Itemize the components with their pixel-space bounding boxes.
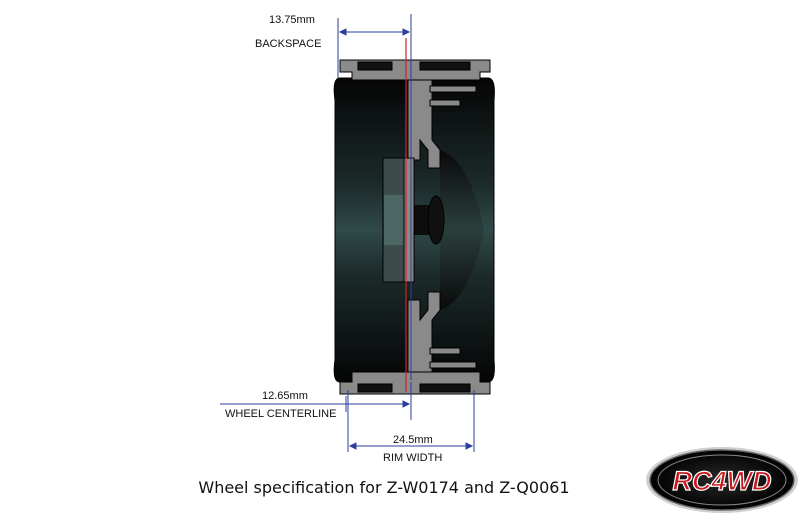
backspace-label: BACKSPACE — [255, 38, 322, 50]
backspace-value: 13.75mm — [269, 14, 315, 26]
caption-text: Wheel specification for Z-W0174 and Z-Q0… — [198, 478, 570, 497]
rc4wd-logo: RC4WD — [646, 447, 798, 513]
rim-width-label: RIM WIDTH — [383, 452, 443, 464]
caption: Wheel specification for Z-W0174 and Z-Q0… — [0, 478, 800, 497]
wheel-centerline-label: WHEEL CENTERLINE — [225, 408, 337, 420]
rim-width-value: 24.5mm — [393, 434, 433, 446]
wheel-centerline-value: 12.65mm — [262, 390, 308, 402]
rc4wd-logo-text: RC4WD — [673, 466, 772, 496]
dimension-lines — [220, 14, 475, 452]
rim-profile — [339, 59, 491, 395]
